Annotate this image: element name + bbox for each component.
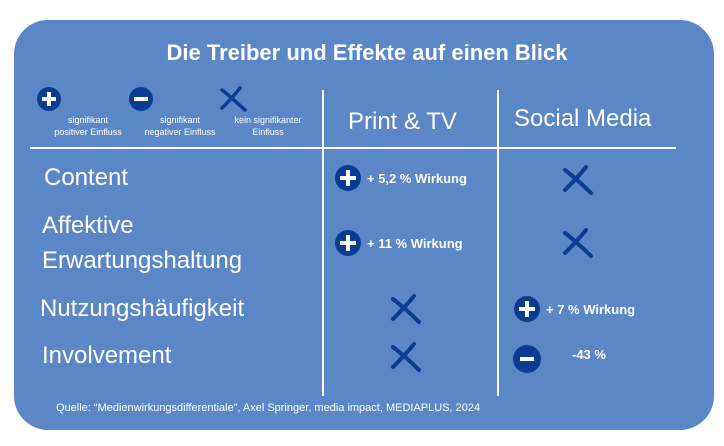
column-header-print-tv: Print & TV bbox=[348, 108, 457, 135]
source-footnote: Quelle: “Medienwirkungsdifferentiale”, A… bbox=[56, 402, 481, 414]
minus-circle-icon bbox=[128, 86, 232, 112]
legend-negative-line1: signifikant bbox=[159, 115, 201, 125]
row-label-usage: Nutzungshäufigkeit bbox=[40, 295, 245, 322]
cell-content-print-tv-text: + 5,2 % Wirkung bbox=[367, 170, 467, 186]
legend-negative: signifikant negativer Einfluss bbox=[128, 86, 232, 138]
plus-circle-icon bbox=[36, 86, 140, 112]
plus-circle-icon bbox=[334, 164, 362, 192]
cell-content-print-tv: + 5,2 % Wirkung bbox=[334, 164, 467, 192]
cell-usage-social-media-text: + 7 % Wirkung bbox=[546, 301, 636, 317]
cell-usage-social-media: + 7 % Wirkung bbox=[513, 295, 635, 323]
legend-positive: signifikant positiver Einfluss bbox=[36, 86, 140, 138]
divider-vertical-2 bbox=[497, 90, 499, 396]
legend-none-line2: Einfluss bbox=[252, 127, 284, 137]
cell-involvement-social-media-text: -43 % bbox=[572, 347, 606, 362]
legend-none-line1: kein signifikanter bbox=[234, 115, 302, 125]
row-label-affective-line2: Erwartungshaltung bbox=[42, 247, 243, 274]
page-title: Die Treiber und Effekte auf einen Blick bbox=[166, 40, 568, 65]
legend-positive-line2: positiver Einfluss bbox=[54, 127, 122, 137]
info-card bbox=[14, 20, 714, 430]
divider-vertical-1 bbox=[322, 90, 324, 396]
plus-circle-icon bbox=[334, 229, 362, 257]
row-label-involvement: Involvement bbox=[42, 342, 172, 369]
minus-circle-icon bbox=[512, 344, 542, 374]
x-mark-icon bbox=[561, 165, 595, 195]
x-mark-icon bbox=[561, 228, 595, 258]
legend-none: kein signifikanter Einfluss bbox=[218, 86, 318, 138]
legend-positive-line1: signifikant bbox=[67, 115, 109, 125]
plus-circle-icon bbox=[513, 295, 541, 323]
column-header-social-media: Social Media bbox=[514, 105, 652, 132]
legend-negative-line2: negativer Einfluss bbox=[144, 127, 216, 137]
row-label-content: Content bbox=[44, 164, 129, 191]
cell-affective-print-tv: + 11 % Wirkung bbox=[334, 229, 463, 257]
cell-affective-print-tv-text: + 11 % Wirkung bbox=[367, 235, 463, 251]
x-mark-icon bbox=[389, 294, 423, 324]
x-mark-icon bbox=[218, 86, 318, 112]
divider-horizontal bbox=[30, 147, 676, 149]
row-label-affective-line1: Affektive bbox=[42, 212, 134, 239]
x-mark-icon bbox=[389, 342, 423, 372]
